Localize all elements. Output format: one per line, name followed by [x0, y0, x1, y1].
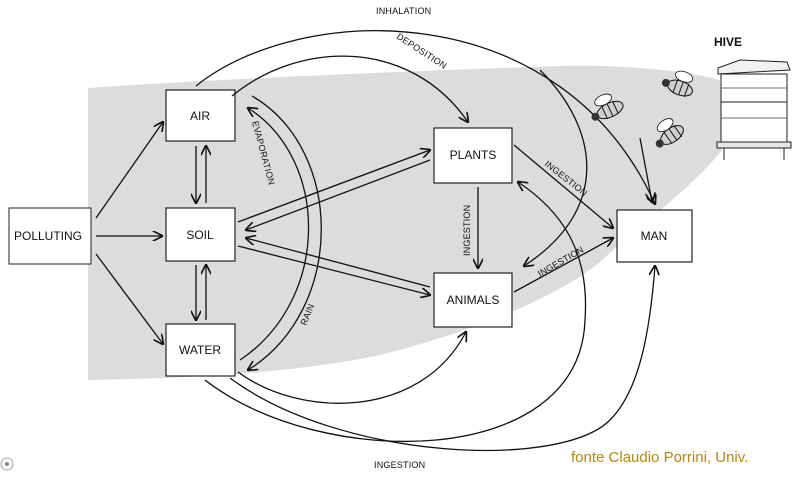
label-ingestion-bottom: INGESTION: [374, 460, 425, 470]
label-ingestion-plants-animals: INGESTION: [462, 205, 472, 256]
arrow-hive-animals: [524, 69, 588, 266]
water-label: WATER: [179, 343, 221, 357]
soil-label: SOIL: [186, 228, 214, 242]
arrow-animals-man: [513, 238, 613, 293]
bee-icon: [591, 93, 624, 121]
arrow-plants-man: [513, 144, 613, 228]
arrow-water-plants: [204, 182, 587, 442]
shaded-area: [88, 65, 722, 380]
arrow-rain: [248, 95, 322, 370]
arrow-soil-animals: [237, 245, 430, 295]
polluting-node: POLLUTING: [8, 207, 92, 265]
arrow-soil-plants: [237, 150, 430, 223]
bee-icon: [655, 118, 684, 148]
polluting-label: POLLUTING: [14, 229, 82, 243]
arrow-evaporation: [239, 108, 310, 361]
soil-node: SOIL: [165, 207, 236, 262]
seal-icon: [0, 457, 14, 471]
hive-icon: [716, 59, 792, 160]
man-node: MAN: [616, 209, 693, 263]
arrow-polluting-air: [95, 122, 163, 219]
hive-title: HIVE: [714, 35, 742, 49]
arrow-water-man: [229, 266, 655, 452]
label-inhalation: INHALATION: [376, 6, 431, 16]
animals-label: ANIMALS: [447, 293, 500, 307]
arrow-polluting-water: [95, 253, 163, 344]
source-credit: fonte Claudio Porrini, Univ.: [571, 449, 749, 466]
arrow-animals-soil: [246, 238, 431, 288]
arrow-plants-soil: [246, 159, 431, 230]
arrow-deposition: [231, 55, 468, 122]
plants-label: PLANTS: [450, 148, 497, 162]
bee-icon: [661, 70, 694, 98]
arrow-water-animals: [237, 332, 466, 404]
air-label: AIR: [190, 109, 210, 123]
air-node: AIR: [165, 89, 236, 142]
plants-node: PLANTS: [433, 127, 513, 184]
animals-node: ANIMALS: [433, 272, 513, 328]
arrow-inhalation: [195, 30, 655, 204]
man-label: MAN: [641, 229, 668, 243]
water-node: WATER: [165, 323, 236, 377]
arrow-hive-man: [639, 137, 652, 202]
